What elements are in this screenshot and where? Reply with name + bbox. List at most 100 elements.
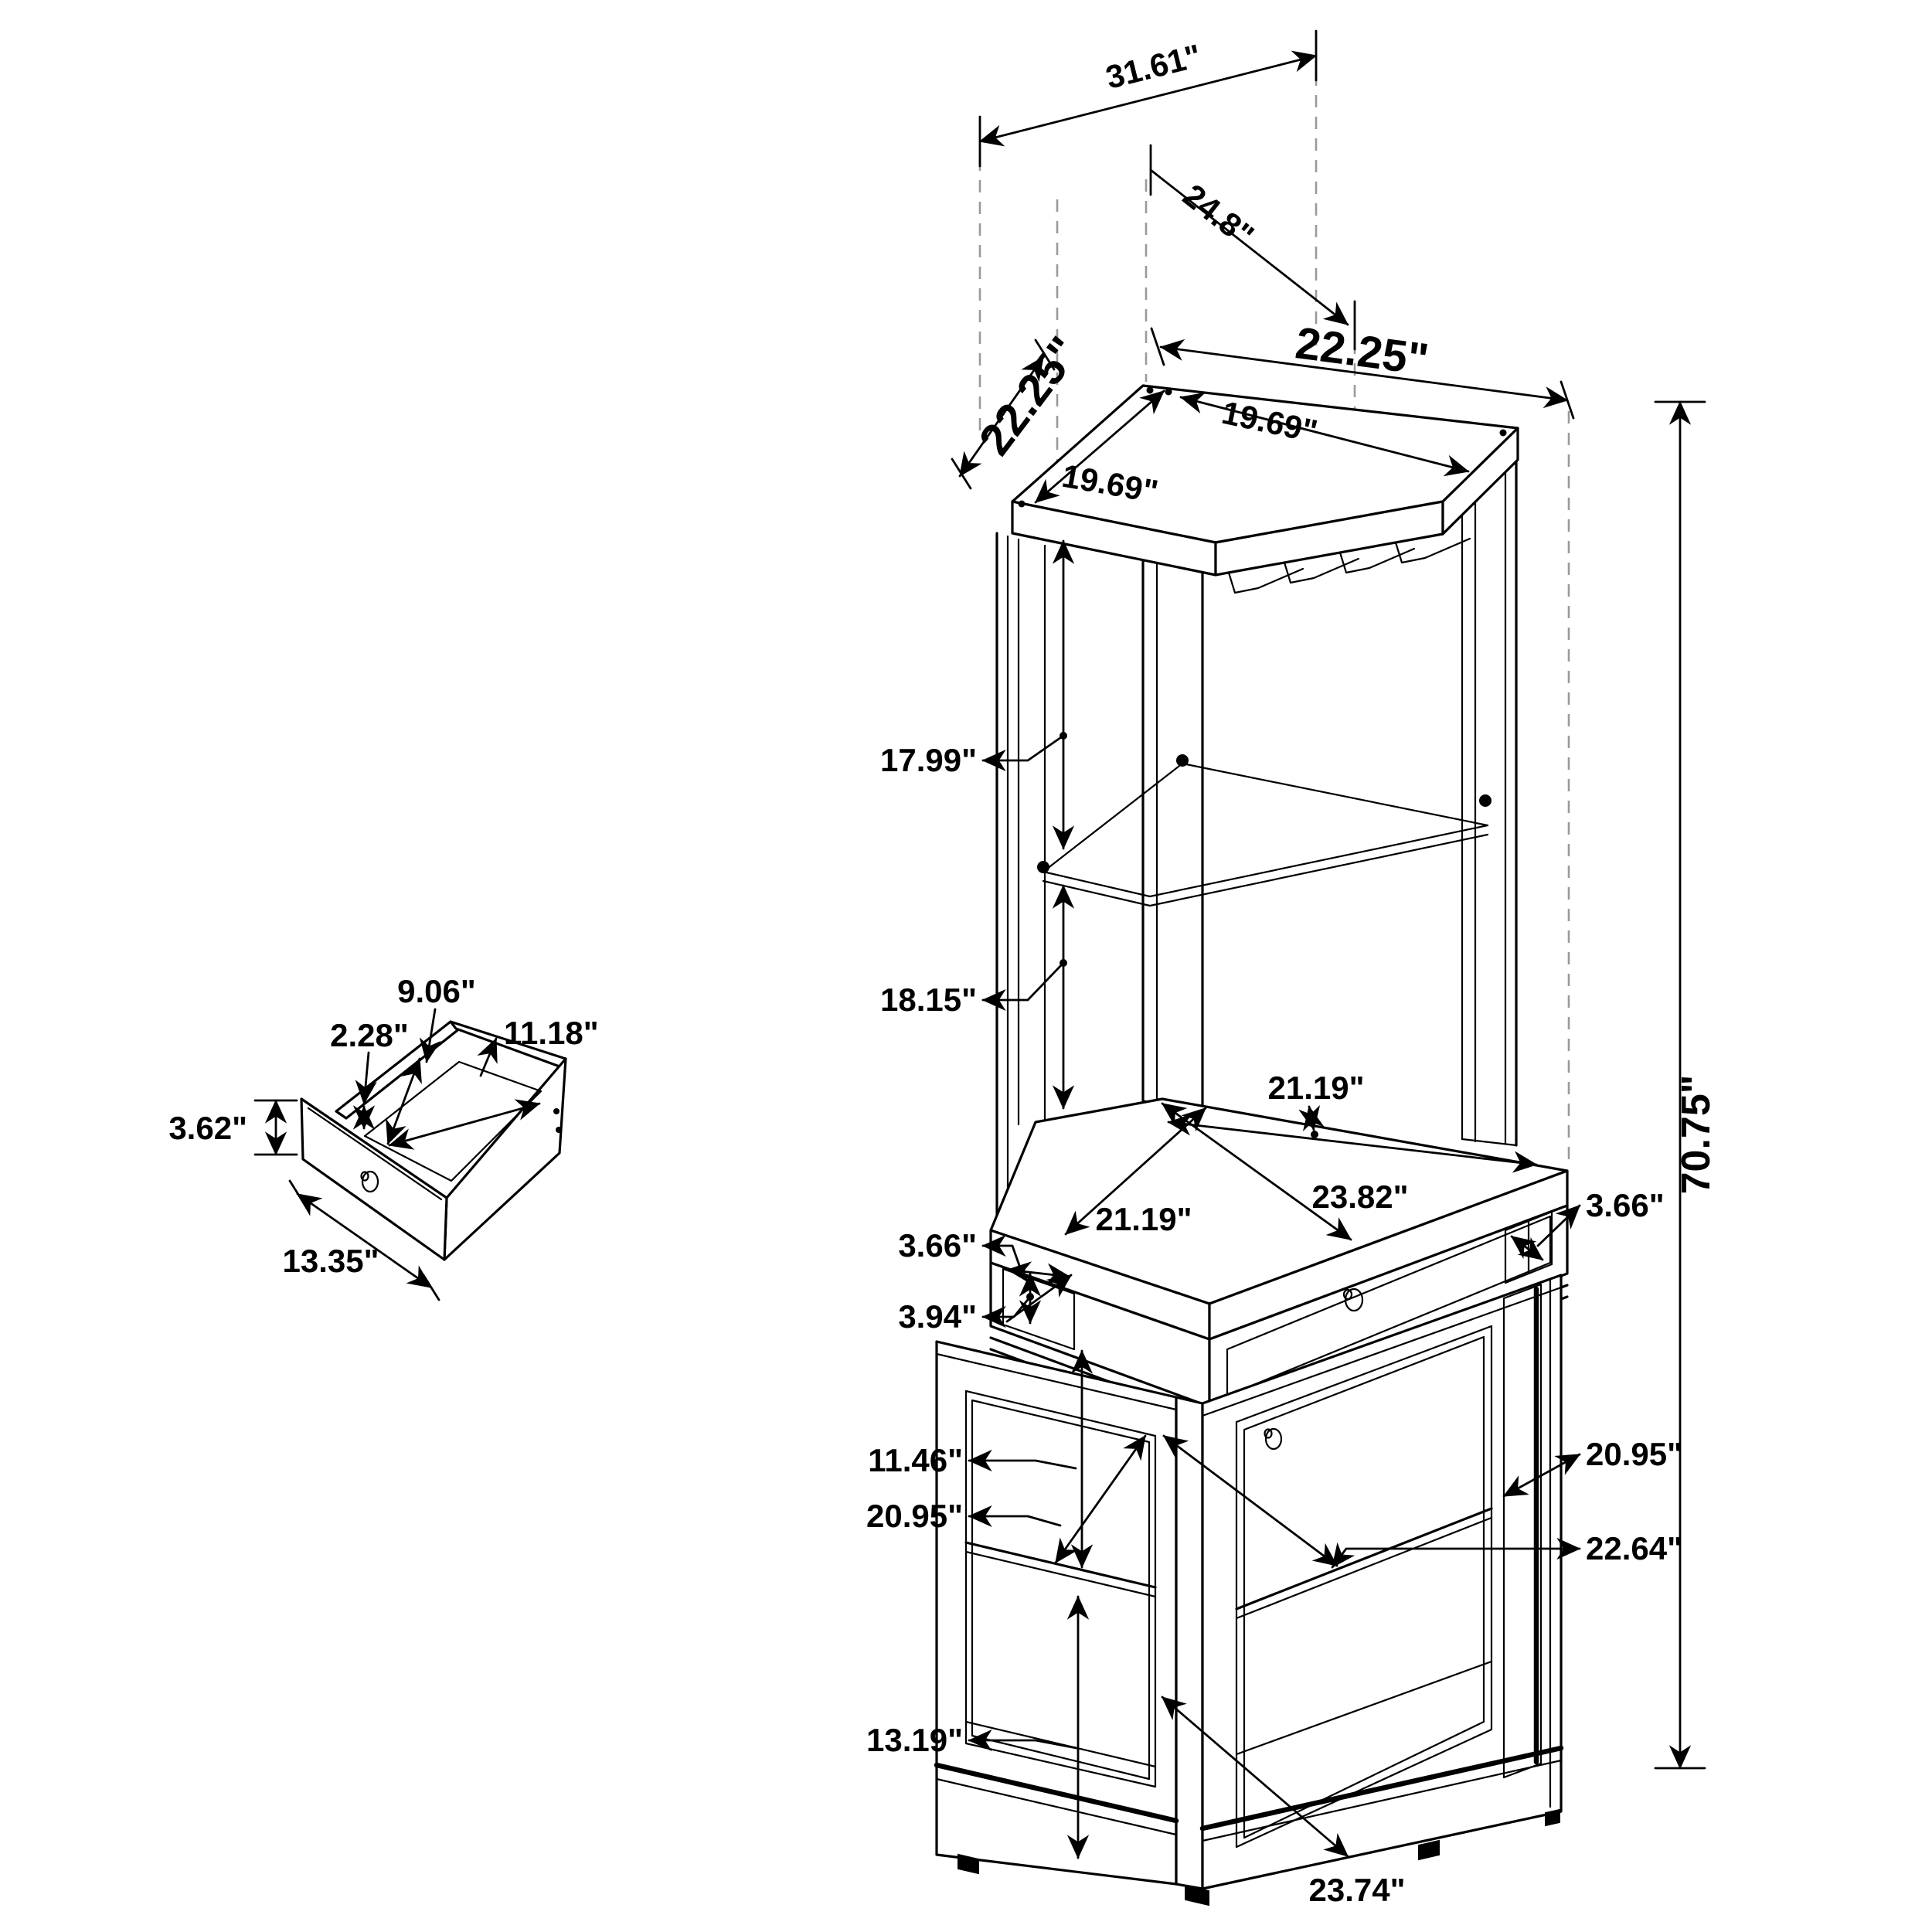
- projection-guide-lines: [978, 73, 1570, 1159]
- dim-drawer-inner-width-label: 9.06": [397, 973, 476, 1009]
- dim-side-right-line: [1159, 338, 1569, 409]
- dim-drawer-inner-depth-label: 11.18": [504, 1015, 599, 1051]
- apron-right: [1208, 1204, 1569, 1408]
- left-door-bottom-rail-edge: [935, 1777, 1178, 1836]
- dim-top-width-line: [978, 50, 1318, 147]
- dim-inner-right-line: [1179, 392, 1470, 477]
- dim-left-shelf-diag-line: [1054, 1434, 1147, 1564]
- shelf-bracket: [1176, 754, 1189, 767]
- leader-dot: [1311, 1131, 1318, 1138]
- dim-depth-ticks: [1149, 144, 1356, 351]
- drawer-front-top-edge: [307, 1107, 443, 1201]
- drawer-inner-bottom: [363, 1060, 543, 1182]
- dim-drawer-front-height-label: 3.62": [168, 1110, 247, 1146]
- stemware-rail: [1283, 557, 1360, 584]
- dimension-annotations: [253, 29, 1706, 1859]
- screw-hole: [1165, 388, 1172, 396]
- dim-right-cubby-width-label: 3.66": [1586, 1187, 1665, 1223]
- right-cubby-opening: [1504, 1210, 1553, 1284]
- dim-counter-back-label: 21.19": [1267, 1070, 1364, 1106]
- drawer-front: [1226, 1215, 1552, 1397]
- left-middle-shelf-edge: [964, 1550, 1157, 1598]
- dim-hutch-upper-label: 17.99": [880, 742, 977, 778]
- screw-hole: [1018, 500, 1026, 508]
- leader-drawer-inner-depth: [477, 1037, 498, 1077]
- dim-top-width-ticks: [978, 29, 1318, 168]
- cabinet-foot: [1545, 1808, 1560, 1827]
- cabinet-corner-stile: [1175, 1396, 1204, 1890]
- leader-left-shelf-diag: [968, 1505, 1062, 1528]
- leader-door-glass-diag: [1331, 1537, 1581, 1569]
- leader-drawer-side-height: [355, 1051, 377, 1105]
- drawer-pictorial-knob: [361, 1170, 379, 1193]
- glass-shelf-thickness-edge: [1042, 833, 1489, 907]
- glass-shelf-front-edge: [1042, 824, 1489, 898]
- dim-drawer-front-width-label: 13.35": [282, 1243, 379, 1279]
- dim-left-cubby-width-label: 3.66": [898, 1227, 977, 1264]
- cabinet-foot: [957, 1853, 979, 1875]
- dim-door-glass-diag-label: 22.64": [1586, 1530, 1682, 1566]
- cabinet-foot: [1185, 1884, 1209, 1906]
- screw-hole: [1146, 386, 1154, 394]
- dim-counter-left-label: 21.19": [1095, 1201, 1192, 1237]
- cabinet-foot: [1418, 1839, 1440, 1861]
- shelf-bracket: [1479, 794, 1492, 807]
- dim-side-right-ticks: [1150, 327, 1575, 420]
- drawer-knob[interactable]: [1344, 1287, 1364, 1312]
- dim-depth-label: 24.8": [1176, 177, 1260, 254]
- leader-right-cubby: [1536, 1204, 1581, 1247]
- screw-hole: [556, 1127, 562, 1133]
- dim-left-shelf-diag-label: 20.95": [866, 1498, 963, 1534]
- dim-counter-left-line: [1064, 1107, 1207, 1236]
- right-panel-bottom: [1461, 1138, 1518, 1147]
- leader-left-cubby-height: [981, 1295, 1032, 1328]
- dim-side-left-ticks: [951, 338, 1056, 490]
- drawer-pictorial-knob-cap: [360, 1171, 369, 1182]
- leader-bottom-section: [968, 1729, 1078, 1752]
- leader-hutch-upper: [981, 734, 1065, 772]
- dim-bottom-section-label: 13.19": [866, 1722, 963, 1758]
- leader-drawer-inner-width: [419, 1008, 441, 1063]
- dim-drawer-side-height-label: 2.28": [330, 1017, 409, 1053]
- leader-left-cubby-width: [981, 1234, 1023, 1274]
- dim-hutch-lower-label: 18.15": [880, 981, 977, 1018]
- leader-right-shelf-diag: [1502, 1453, 1581, 1498]
- screw-hole: [1499, 429, 1507, 437]
- stemware-rail: [1394, 537, 1471, 564]
- dim-counter-diagonal-label: 23.82": [1311, 1179, 1408, 1215]
- drawer-knob-cap: [1342, 1288, 1353, 1301]
- dim-right-cubby-width: [1510, 1235, 1544, 1261]
- dim-side-left-label: 22.25": [970, 328, 1090, 464]
- drawer-front-panel: [300, 1097, 448, 1261]
- dim-depth-line: [1149, 168, 1349, 326]
- shelf-bracket: [1037, 861, 1049, 873]
- left-middle-shelf: [964, 1541, 1157, 1589]
- dim-inner-left-line: [1034, 389, 1165, 504]
- dim-height-label: 70.75": [1674, 1075, 1719, 1195]
- stemware-rail: [1227, 567, 1304, 594]
- dim-base-width-line: [1161, 1696, 1349, 1858]
- drawer-right-side: [443, 1057, 567, 1261]
- dim-left-cubby-height-label: 3.94": [898, 1298, 977, 1335]
- dim-drawer-front-width-ticks: [288, 1179, 440, 1301]
- dim-drawer-front-width-line: [296, 1192, 433, 1289]
- dim-height-ticks: [1654, 400, 1706, 1770]
- dim-side-right-label: 22.25": [1293, 318, 1432, 385]
- left-door-bottom-rail: [934, 1762, 1179, 1824]
- dim-shelf-spacing-label: 11.46": [868, 1442, 963, 1478]
- screw-hole: [553, 1108, 560, 1114]
- dim-drawer-front-height-ticks: [253, 1099, 298, 1156]
- dim-right-shelf-diag-label: 20.95": [1586, 1436, 1682, 1472]
- leader-shelf-spacing: [968, 1449, 1077, 1472]
- hutch-line-art: [995, 384, 1519, 1232]
- glass-shelf-back-edges: [1042, 762, 1489, 873]
- dim-right-shelf-diag-line: [1162, 1434, 1338, 1567]
- right-side-glass: [1502, 1283, 1543, 1779]
- dim-base-width-label: 23.74": [1308, 1872, 1405, 1908]
- leader-hutch-lower: [981, 961, 1065, 1012]
- dim-side-left-line: [958, 355, 1045, 478]
- hutch-top-edge-right: [1441, 427, 1519, 536]
- cabinet-top-rail-lines: [935, 1286, 1563, 1417]
